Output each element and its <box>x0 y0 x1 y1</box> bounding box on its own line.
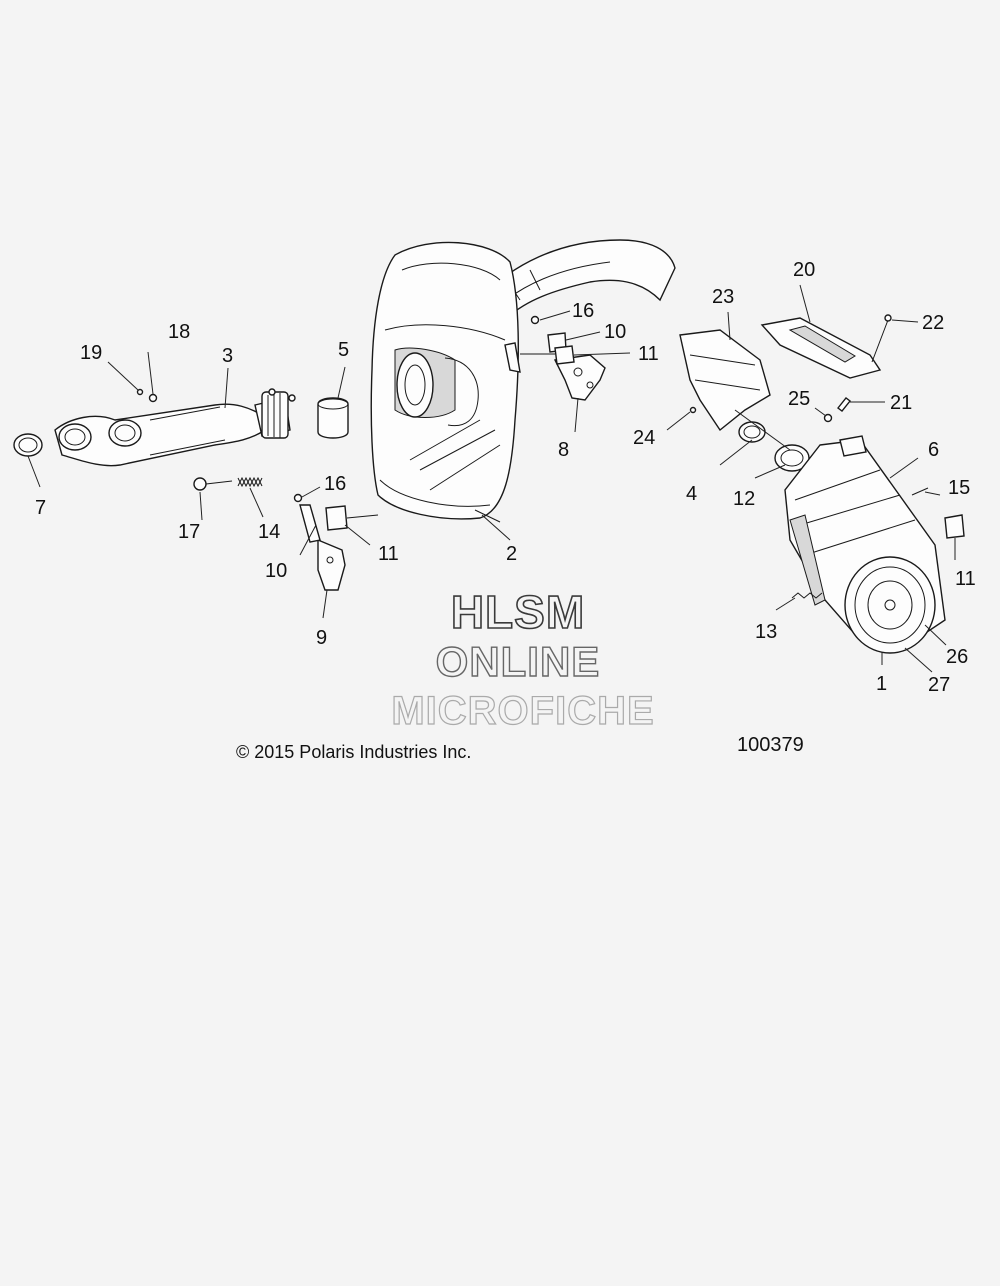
callout-10-lower: 10 <box>265 560 287 582</box>
callout-27: 27 <box>928 674 950 696</box>
callout-14: 14 <box>258 521 280 543</box>
callout-17: 17 <box>178 521 200 543</box>
callout-3: 3 <box>222 345 233 367</box>
heat-shield-part-20 <box>760 317 882 379</box>
callout-7: 7 <box>35 497 46 519</box>
muffler-part-2 <box>370 239 676 523</box>
watermark-line-1: HLSM <box>451 586 585 638</box>
clip-part-19 <box>136 388 144 396</box>
callout-11-lower: 11 <box>378 543 399 565</box>
spring-part-13 <box>791 592 823 599</box>
callout-2: 2 <box>506 543 517 565</box>
callout-labels: 1 2 3 4 5 6 7 8 9 10 10 11 11 11 12 13 1… <box>35 259 976 696</box>
callout-20: 20 <box>793 259 815 281</box>
callout-22: 22 <box>922 312 944 334</box>
callout-5: 5 <box>338 339 349 361</box>
seal-part-12 <box>774 444 810 472</box>
callout-25: 25 <box>788 388 810 410</box>
grommet-part-5 <box>317 397 349 439</box>
heat-shield-part-23 <box>679 329 771 432</box>
callout-15: 15 <box>948 477 970 499</box>
copyright-text: © 2015 Polaris Industries Inc. <box>236 742 471 762</box>
tailpipe-part-1 <box>784 435 946 654</box>
callout-16-lower: 16 <box>324 473 346 495</box>
bracket-part-8 <box>553 354 606 401</box>
nut-part-25 <box>823 413 833 423</box>
watermark: HLSM ONLINE MICROFICHE <box>391 585 655 733</box>
callout-26: 26 <box>946 646 968 668</box>
gasket-part-7 <box>13 433 43 457</box>
watermark-line-3: MICROFICHE <box>391 689 654 733</box>
figure-number: 100379 <box>737 734 804 756</box>
bracket-part-9 <box>317 538 346 591</box>
clamp-part-11-lower <box>325 505 379 531</box>
callout-11-upper: 11 <box>638 343 659 365</box>
callout-4: 4 <box>686 483 697 505</box>
clip-part-15 <box>911 487 929 496</box>
spring-part-14 <box>237 476 263 488</box>
callout-12: 12 <box>733 488 755 510</box>
callout-13: 13 <box>755 621 777 643</box>
callout-8: 8 <box>558 439 569 461</box>
head-pipe-part-3 <box>54 388 296 467</box>
callout-6: 6 <box>928 439 939 461</box>
callout-21: 21 <box>890 392 912 414</box>
callout-11-right: 11 <box>955 568 976 590</box>
leader-lines <box>27 284 956 673</box>
nut-part-18 <box>148 393 158 403</box>
fastener-part-16-upper <box>530 315 540 325</box>
callout-23: 23 <box>712 286 734 308</box>
callout-16-upper: 16 <box>572 300 594 322</box>
screw-part-21 <box>837 397 851 412</box>
callout-19: 19 <box>80 342 102 364</box>
bolt-part-17 <box>193 477 233 491</box>
clamp-part-11-upper <box>520 345 575 365</box>
fastener-part-16-lower <box>293 493 303 503</box>
watermark-line-2: ONLINE <box>436 638 601 685</box>
callout-10-upper: 10 <box>604 321 626 343</box>
bolt-part-22 <box>871 314 892 363</box>
seal-part-4 <box>738 421 766 443</box>
clamp-part-10-lower <box>299 504 321 543</box>
callout-18: 18 <box>168 321 190 343</box>
clamp-part-11-right <box>944 514 965 539</box>
callout-24: 24 <box>633 427 655 449</box>
fastener-part-24 <box>689 406 697 414</box>
callout-1: 1 <box>876 673 887 695</box>
callout-9: 9 <box>316 627 327 649</box>
